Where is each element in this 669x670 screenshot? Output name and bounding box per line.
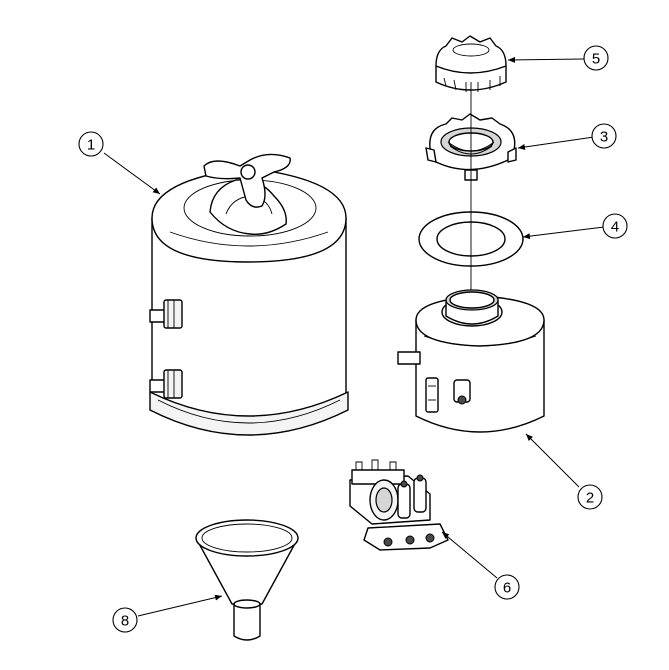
callout-1: 1 <box>78 131 104 157</box>
leader-line-6 <box>441 531 498 579</box>
cap-part <box>435 35 507 92</box>
callout-8: 8 <box>112 607 138 633</box>
callout-2: 2 <box>577 484 603 510</box>
tank-lower-fitting <box>149 369 183 399</box>
callout-6: 6 <box>494 574 520 600</box>
tank-part <box>149 153 349 436</box>
callout-label-3: 3 <box>600 129 608 146</box>
callout-label-6: 6 <box>503 580 511 597</box>
callout-label-1: 1 <box>87 137 95 154</box>
leader-line-2 <box>525 433 580 488</box>
solenoid-valve-part <box>349 459 449 551</box>
callout-3: 3 <box>591 123 617 149</box>
callout-4: 4 <box>602 213 628 239</box>
callout-label-8: 8 <box>121 613 129 630</box>
callout-label-2: 2 <box>586 490 594 507</box>
lower-tank-part <box>397 289 545 433</box>
leader-line-5 <box>507 56 585 63</box>
callout-label-4: 4 <box>611 219 619 236</box>
leader-line-8 <box>137 594 223 617</box>
leader-line-4 <box>522 226 605 240</box>
leader-line-1 <box>103 152 161 195</box>
funnel-part <box>195 519 299 641</box>
tank-upper-fitting <box>149 299 183 329</box>
callout-5: 5 <box>583 45 609 71</box>
leader-line-3 <box>517 136 595 150</box>
leader-lines <box>103 56 605 617</box>
callout-label-5: 5 <box>592 51 600 68</box>
